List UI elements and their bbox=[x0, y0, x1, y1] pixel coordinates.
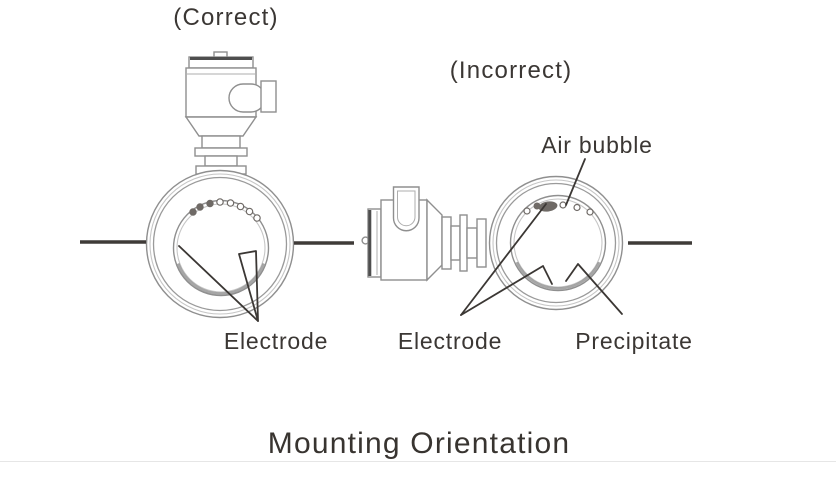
transmitter-flange-side bbox=[459, 214, 468, 272]
diagram-title: Mounting Orientation bbox=[267, 427, 571, 460]
electrode-label-incorrect: Electrode bbox=[397, 328, 503, 354]
electrode-leader-right bbox=[238, 250, 259, 322]
incorrect-meter-body bbox=[488, 175, 624, 311]
electrode-label-correct: Electrode bbox=[223, 328, 329, 354]
electrode-leader-left bbox=[178, 245, 259, 322]
page-edge-line bbox=[0, 461, 836, 462]
pipe-lines bbox=[80, 240, 692, 245]
transmitter-flange-upper bbox=[194, 147, 248, 157]
electrode-leader-bottom bbox=[460, 265, 553, 316]
correct-meter-body bbox=[145, 169, 295, 319]
transmitter-taper-side bbox=[426, 198, 443, 282]
air-bubble-leader bbox=[565, 158, 586, 206]
air-bubble-label: Air bubble bbox=[541, 132, 653, 158]
incorrect-flowmeter-drawing bbox=[361, 158, 624, 316]
precipitate-label: Precipitate bbox=[575, 328, 693, 354]
transmitter-neck-side-3 bbox=[466, 227, 478, 259]
correct-meter-bubbles bbox=[189, 198, 261, 222]
transmitter-neck-lower bbox=[204, 155, 238, 167]
incorrect-label: (Incorrect) bbox=[449, 57, 573, 84]
meter-bore-shading bbox=[515, 261, 601, 290]
meter-inner-ring bbox=[495, 182, 617, 304]
meter-bore-liner bbox=[513, 198, 603, 288]
meter-mid-circle bbox=[149, 173, 291, 315]
transmitter-flange-side-2 bbox=[476, 218, 487, 268]
correct-label: (Correct) bbox=[173, 4, 279, 31]
correct-transmitter-head bbox=[184, 51, 277, 175]
electrode-leader-top bbox=[460, 203, 547, 316]
transmitter-neck-side-2 bbox=[450, 225, 461, 261]
precipitate-leader bbox=[565, 263, 623, 315]
transmitter-display-lobe-side bbox=[392, 186, 420, 232]
meter-bore bbox=[172, 199, 270, 297]
transmitter-display-cap bbox=[260, 80, 277, 113]
meter-inner-ring bbox=[152, 176, 288, 312]
incorrect-leader-lines bbox=[460, 158, 623, 316]
incorrect-transmitter-head bbox=[361, 186, 487, 282]
transmitter-neck-side bbox=[441, 216, 452, 270]
transmitter-display-lobe-inner bbox=[397, 190, 416, 227]
correct-flowmeter-drawing bbox=[145, 51, 295, 322]
meter-mid-circle bbox=[492, 179, 620, 307]
transmitter-taper bbox=[184, 116, 258, 137]
correct-electrode-leader-lines bbox=[178, 245, 259, 322]
transmitter-display-lobe bbox=[228, 83, 266, 113]
transmitter-neck bbox=[201, 135, 241, 149]
